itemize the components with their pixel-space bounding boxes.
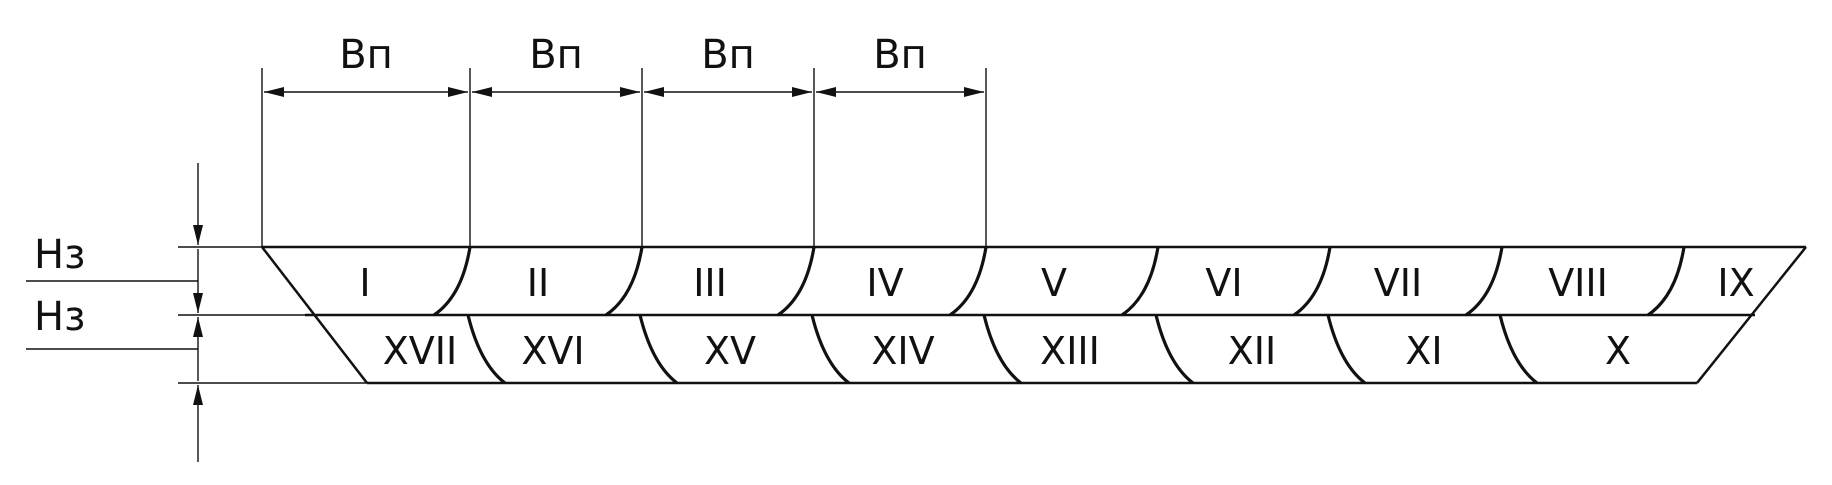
block-label-XII: XII [1228, 329, 1276, 373]
width-dimension-lines [261, 68, 987, 247]
width-label-2: Bп [529, 32, 583, 78]
block-label-IX: IX [1717, 261, 1754, 305]
height-label-1: Нз [34, 232, 85, 278]
block-label-XI: XI [1405, 329, 1442, 373]
lower-row-separators [466, 314, 1538, 385]
block-label-VIII: VIII [1548, 261, 1608, 305]
block-label-II: II [527, 261, 549, 305]
block-label-XV: XV [704, 329, 756, 373]
block-label-VII: VII [1374, 261, 1422, 305]
height-label-2: Нз [34, 294, 85, 340]
lower-row-labels: XVII XVI XV XIV XIII XII XI X [383, 329, 1631, 373]
outline [261, 245, 1807, 385]
height-labels: Нз Нз [34, 232, 85, 340]
block-label-IV: IV [866, 261, 903, 305]
width-label-1: Bп [339, 32, 393, 78]
width-labels: Bп Bп Bп Bп [339, 32, 927, 78]
block-label-XVII: XVII [383, 329, 457, 373]
block-label-III: III [693, 261, 727, 305]
block-label-X: X [1605, 329, 1631, 373]
block-label-VI: VI [1205, 261, 1242, 305]
block-label-XVI: XVI [521, 329, 584, 373]
width-label-3: Bп [701, 32, 755, 78]
block-label-I: I [359, 261, 370, 305]
upper-row-separators [433, 246, 1686, 317]
upper-row-labels: I II III IV V VI VII VIII IX [359, 261, 1754, 305]
block-label-XIII: XIII [1040, 329, 1100, 373]
width-label-4: Bп [873, 32, 927, 78]
height-dimension-lines [26, 163, 367, 462]
block-label-V: V [1041, 261, 1067, 305]
block-label-XIV: XIV [871, 329, 934, 373]
